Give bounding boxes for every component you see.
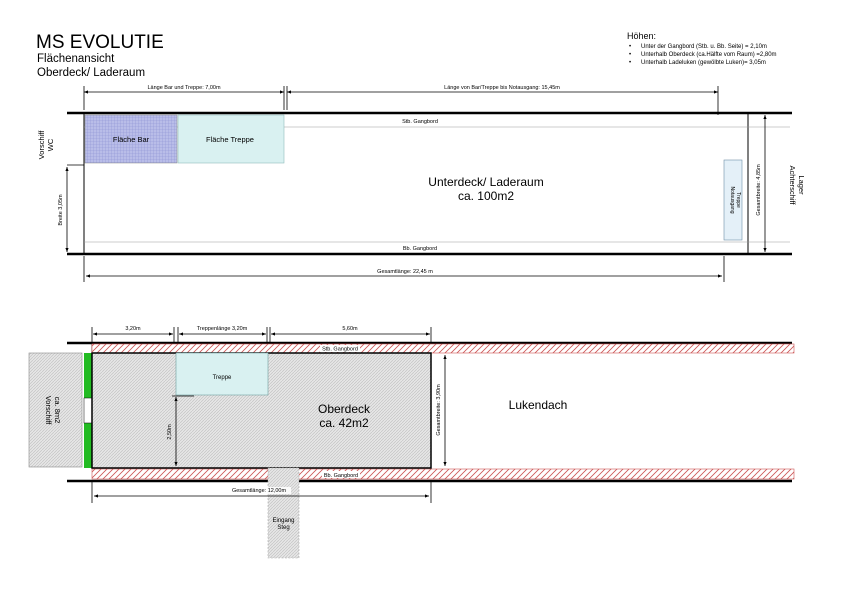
bb-gangbord-label: Bb. Gangbord bbox=[403, 246, 437, 252]
green-strip bbox=[84, 423, 92, 468]
stb-gangbord-label: Stb. Gangbord bbox=[322, 347, 358, 353]
breite-label: Breite 3,05m bbox=[58, 194, 64, 226]
heights-item: Unterhalb Oberdeck (ca.Hälfte vom Raum) … bbox=[627, 51, 777, 59]
page-subtitle-2: Oberdeck/ Laderaum bbox=[37, 67, 146, 79]
green-strip bbox=[84, 353, 92, 398]
dim-1-label: 3,20m bbox=[125, 326, 141, 332]
lukendach-label: Lukendach bbox=[509, 398, 568, 412]
stb-gangbord-strip bbox=[91, 343, 795, 354]
page-title: MS EVOLUTIE bbox=[36, 32, 164, 53]
bb-gangbord-strip bbox=[91, 468, 795, 480]
heights-item: Unter der Gangbord (Stb. u. Bb. Seite) =… bbox=[627, 43, 777, 51]
bow-gap bbox=[83, 397, 93, 424]
dim-3-label: 5,60m bbox=[342, 326, 358, 332]
flaeche-treppe-label: Fläche Treppe bbox=[206, 135, 254, 144]
deck-name: Oberdeck bbox=[318, 402, 371, 416]
lower-deck: Länge Bar und Treppe: 7,00m Länge von Ba… bbox=[37, 85, 806, 282]
dim-bar-treppe-label: Länge Bar und Treppe: 7,00m bbox=[147, 85, 220, 91]
deck-area: ca. 42m2 bbox=[319, 416, 369, 430]
stb-gangbord-label: Stb. Gangbord bbox=[402, 119, 438, 125]
wc-label: WC bbox=[46, 138, 55, 151]
heights-list: Unter der Gangbord (Stb. u. Bb. Seite) =… bbox=[627, 43, 777, 67]
notausgang-box bbox=[723, 159, 743, 241]
vorschiff-label: Vorschiff bbox=[44, 396, 53, 426]
gesamtlaenge-label: Gesamtlänge: 22,45 m bbox=[377, 269, 433, 275]
room-name: Unterdeck/ Laderaum bbox=[428, 175, 543, 189]
steg-label: Steg bbox=[277, 525, 289, 531]
bb-gangbord-label: Bb. Gangbord bbox=[324, 473, 358, 479]
gesamtbreite-label: Gesamtbreite: 3,90m bbox=[436, 384, 442, 436]
vorschiff-area-label: ca. 8m2 bbox=[53, 397, 62, 424]
treppe-label: Treppe bbox=[213, 375, 232, 381]
room-area: ca. 100m2 bbox=[458, 189, 514, 203]
vorschiff-label: Vorschiff bbox=[37, 130, 46, 160]
notausgang-label: Notausgang bbox=[729, 187, 735, 214]
flaeche-treppe-area bbox=[177, 114, 285, 164]
gesamtbreite-label: Gesamtbreite: 4,85m bbox=[756, 164, 762, 216]
dim-2-label: Treppenlänge 3,20m bbox=[197, 326, 248, 332]
treppe-area bbox=[175, 352, 269, 396]
heights-item: Unterhalb Ladeluken (gewölbte Luken)= 3,… bbox=[627, 59, 777, 67]
flaeche-bar-area bbox=[84, 114, 178, 164]
notausgang-treppe-label: Treppe bbox=[735, 192, 741, 208]
dim-bar-notausgang-label: Länge von Bar/Treppe bis Notausgang: 15,… bbox=[444, 85, 560, 91]
vorschiff-area bbox=[28, 352, 83, 468]
page-subtitle: Flächenansicht bbox=[37, 53, 115, 65]
gesamtlaenge-label: Gesamtlänge: 12,00m bbox=[232, 488, 287, 494]
lager-label: Lager bbox=[797, 175, 806, 195]
achterschiff-label: Achterschiff bbox=[788, 165, 797, 205]
dim-250-label: 2,50m bbox=[167, 424, 173, 440]
upper-deck: 3,20m Treppenlänge 3,20m 5,60m Stb. Gang… bbox=[28, 326, 795, 559]
eingang-steg-area bbox=[267, 467, 300, 559]
heights-title: Höhen: bbox=[627, 31, 657, 41]
eingang-label: Eingang bbox=[272, 518, 294, 524]
flaeche-bar-label: Fläche Bar bbox=[113, 135, 150, 144]
